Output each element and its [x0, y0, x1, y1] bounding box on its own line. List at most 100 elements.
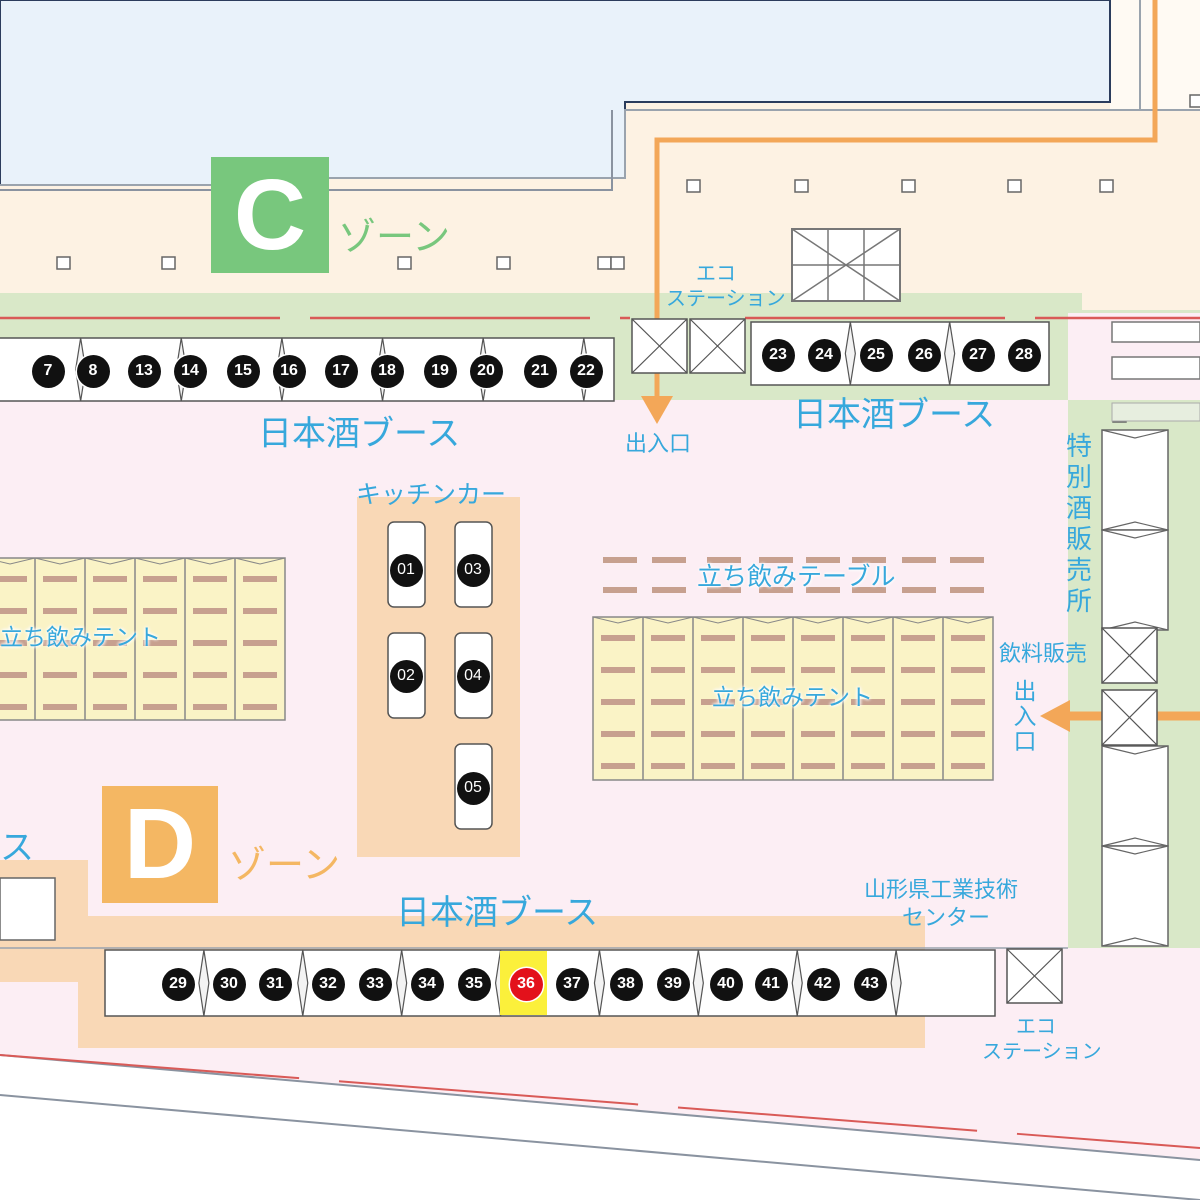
tent-right-table-6-0: [901, 635, 935, 641]
booth-18[interactable]: 18: [370, 354, 404, 388]
tent-right-table-7-3: [951, 731, 985, 737]
tent-left-table-3-3: [143, 672, 177, 678]
tent-right-table-1-4: [651, 763, 685, 769]
tent-right-table-0-2: [601, 699, 635, 705]
booth-13[interactable]: 13: [127, 354, 161, 388]
stand-table-top-3: [759, 557, 793, 563]
strip-bottom-div-3: [396, 949, 408, 1017]
booth-29[interactable]: 29: [161, 967, 195, 1001]
stand-table-top-0: [603, 557, 637, 563]
tent-right-table-6-4: [901, 763, 935, 769]
booth-40[interactable]: 40: [709, 967, 743, 1001]
tent-left-table-4-4: [193, 704, 227, 710]
kitchen-car-marker-02[interactable]: 02: [389, 659, 423, 693]
booth-32[interactable]: 32: [311, 967, 345, 1001]
kitchen-car-marker-01[interactable]: 01: [389, 553, 423, 587]
road-edge-2: [0, 1094, 1200, 1200]
kitchen-car-label: キッチンカー: [356, 480, 507, 509]
right-struct-a: [1111, 321, 1200, 343]
kitchen-car-marker-03[interactable]: 03: [456, 553, 490, 587]
pillar-1: [161, 256, 176, 270]
booth-19[interactable]: 19: [423, 354, 457, 388]
tent-left-table-0-3: [0, 672, 27, 678]
zone-c-word: ゾーン: [338, 215, 451, 259]
booth-34[interactable]: 34: [410, 967, 444, 1001]
tent-right-table-6-3: [901, 731, 935, 737]
tent-right-table-0-3: [601, 731, 635, 737]
tent-right-fold-4: [792, 616, 844, 624]
booth-25[interactable]: 25: [859, 338, 893, 372]
booth-33[interactable]: 33: [358, 967, 392, 1001]
sales-tent-fold-0: [1101, 429, 1169, 531]
tent-right-table-2-1: [701, 667, 735, 673]
tent-right-fold-3: [742, 616, 794, 624]
tent-left-table-0-1: [0, 608, 27, 614]
kitchen-area: [357, 497, 520, 857]
strip-bottom-div-1: [198, 949, 210, 1017]
tent-left-fold-3: [134, 557, 186, 565]
booth-37[interactable]: 37: [555, 967, 589, 1001]
booth-17[interactable]: 17: [324, 354, 358, 388]
red-fence-bottom: [0, 1054, 1200, 1149]
booth-24[interactable]: 24: [807, 338, 841, 372]
booth-22[interactable]: 22: [569, 354, 603, 388]
tent-right-table-5-4: [851, 763, 885, 769]
booth-14[interactable]: 14: [173, 354, 207, 388]
tent-right-table-2-4: [701, 763, 735, 769]
tent-left-fold-0: [0, 557, 36, 565]
booth-21[interactable]: 21: [523, 354, 557, 388]
beverage-sales-label: 飲料販売: [999, 642, 1088, 667]
booth-23[interactable]: 23: [761, 338, 795, 372]
sales-tent-3: [1101, 845, 1169, 947]
kitchen-car-marker-05[interactable]: 05: [456, 771, 490, 805]
pillar-6: [610, 256, 625, 270]
tent-left-table-5-1: [243, 608, 277, 614]
booth-31[interactable]: 31: [258, 967, 292, 1001]
eco-station-bottom-line1: エコ: [1016, 1014, 1056, 1038]
stand-table-top-6: [902, 557, 936, 563]
tent-right-table-4-1: [801, 667, 835, 673]
booth-41[interactable]: 41: [754, 967, 788, 1001]
pillar-5: [597, 256, 612, 270]
pillar-9: [901, 179, 916, 193]
tent-right-table-7-0: [951, 635, 985, 641]
tent-left-table-3-0: [143, 576, 177, 582]
pillar-3: [397, 256, 412, 270]
booth-27[interactable]: 27: [961, 338, 995, 372]
booth-15[interactable]: 15: [226, 354, 260, 388]
booth-26[interactable]: 26: [907, 338, 941, 372]
tent-right-table-3-0: [751, 635, 785, 641]
tent-left-table-0-2: [0, 640, 27, 646]
stand-table-top-7: [950, 557, 984, 563]
booth-43[interactable]: 43: [853, 967, 887, 1001]
booth-7[interactable]: 7: [31, 354, 65, 388]
booth-38[interactable]: 38: [609, 967, 643, 1001]
kitchen-car-marker-04[interactable]: 04: [456, 659, 490, 693]
tent-left-fold-2: [84, 557, 136, 565]
tent-left-table-4-1: [193, 608, 227, 614]
pillar-8: [794, 179, 809, 193]
tent-left-fold-4: [184, 557, 236, 565]
arrow-down: [641, 396, 673, 424]
tent-left-table-2-1: [93, 608, 127, 614]
route-top: [654, 0, 1158, 410]
booth-30[interactable]: 30: [212, 967, 246, 1001]
booth-36[interactable]: 36: [509, 967, 543, 1001]
strip-bottom-div-5: [593, 949, 606, 1017]
booth-28[interactable]: 28: [1007, 338, 1041, 372]
booth-16[interactable]: 16: [272, 354, 306, 388]
pillar-10: [1007, 179, 1022, 193]
standing-tent-right-label: 立ち飲みテント: [712, 685, 873, 711]
standing-tables-label: 立ち飲みテーブル: [697, 562, 896, 591]
booth-39[interactable]: 39: [656, 967, 690, 1001]
strip-bottom: [104, 949, 996, 1017]
stand-table-top-2: [707, 557, 741, 563]
booth-35[interactable]: 35: [457, 967, 491, 1001]
pillar-11: [1099, 179, 1114, 193]
booth-8[interactable]: 8: [76, 354, 110, 388]
tent-left-table-1-3: [43, 672, 77, 678]
booth-42[interactable]: 42: [806, 967, 840, 1001]
booth-20[interactable]: 20: [469, 354, 503, 388]
eco-station-top-line1: エコ: [696, 261, 736, 285]
